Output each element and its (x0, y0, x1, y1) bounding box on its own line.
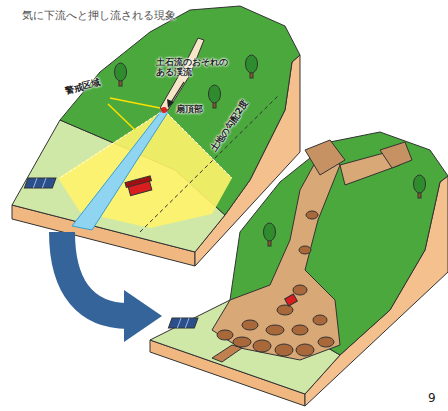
boulder (306, 211, 318, 219)
tree (115, 63, 127, 86)
boulder (277, 305, 293, 315)
panel-grid (42, 178, 46, 188)
boulder (275, 344, 293, 356)
boulder (318, 337, 334, 347)
panel (168, 318, 198, 328)
tree (264, 223, 276, 246)
buried-house (285, 294, 298, 306)
illustration-label: 扇頂部 (176, 104, 203, 114)
solar-panel (24, 178, 56, 188)
boulder (217, 330, 233, 340)
zone-leader (110, 98, 160, 108)
tree (246, 55, 258, 78)
collapse-scar (305, 140, 345, 175)
stream (72, 110, 168, 230)
panel-grid (177, 318, 181, 328)
house (125, 176, 154, 196)
illustration-label: 土石流のおそれのある渓流 (156, 58, 230, 78)
tree (414, 175, 426, 198)
zone-edge (60, 110, 164, 178)
boulders (217, 211, 334, 356)
arrow-body (62, 232, 128, 316)
panel-grid (185, 318, 189, 328)
transition-arrow (62, 232, 162, 342)
boulder (266, 325, 284, 335)
solar-panel (168, 318, 198, 328)
tree (209, 85, 221, 108)
arrow-head (124, 290, 162, 342)
page-number: 9 (428, 392, 436, 406)
crown (115, 63, 127, 81)
crown (209, 85, 221, 103)
heading-text: 気に下流へと押し流される現象 (22, 10, 176, 23)
boulder (296, 344, 314, 356)
boulder (292, 325, 308, 335)
fan-apex (161, 107, 167, 113)
house-roof (125, 176, 151, 188)
crown (246, 55, 258, 73)
panel-grid (33, 178, 37, 188)
boulder (233, 337, 251, 347)
collapse-scar (380, 142, 412, 168)
stream-leader (170, 82, 184, 104)
boulder (242, 320, 258, 330)
channel (212, 345, 242, 362)
crown (264, 223, 276, 241)
crown (414, 175, 426, 193)
zone-leader (108, 104, 135, 130)
boulder (293, 285, 307, 295)
debris-flow (212, 150, 340, 360)
boulder (253, 340, 271, 352)
boulder (299, 246, 311, 254)
panel (24, 178, 56, 188)
leader-head (167, 99, 174, 108)
after-block (150, 132, 448, 406)
boulder (313, 315, 327, 325)
